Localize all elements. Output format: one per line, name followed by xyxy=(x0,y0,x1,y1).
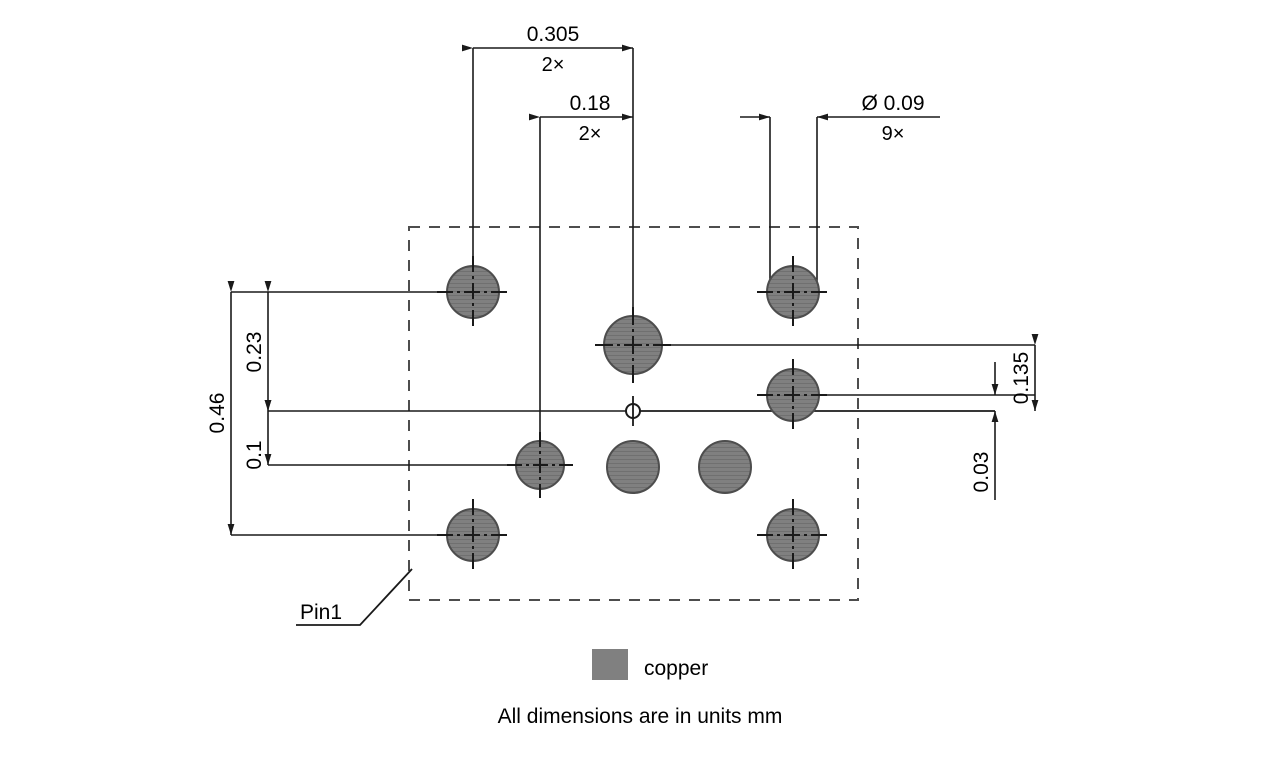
pad-9-crosshair xyxy=(757,499,829,571)
copper-legend: copper xyxy=(592,649,708,680)
pad-9 xyxy=(757,499,829,571)
units-note-text: All dimensions are in units mm xyxy=(498,705,783,728)
dimension-0-03: 0.03 xyxy=(970,362,999,500)
pad-2-crosshair xyxy=(595,307,671,383)
dimension-0-1: 0.1 xyxy=(243,400,272,470)
dimension-0-305: 0.305 2× xyxy=(462,23,633,76)
dimension-0-135: 0.135 xyxy=(1010,334,1039,411)
pad-8 xyxy=(437,499,509,571)
dimension-0-1-value: 0.1 xyxy=(243,440,266,469)
dimension-0-46-value: 0.46 xyxy=(206,393,229,434)
pad-4 xyxy=(757,359,829,431)
dimension-0-03-value: 0.03 xyxy=(970,452,993,493)
dimension-0-18-value: 0.18 xyxy=(570,92,611,115)
pad-6 xyxy=(606,440,660,494)
pad-8-crosshair xyxy=(437,499,509,571)
pad-3-crosshair xyxy=(757,256,829,328)
pad-7 xyxy=(698,440,752,494)
pad-2 xyxy=(595,307,671,383)
pad-1 xyxy=(437,256,509,328)
dimension-0-23: 0.23 xyxy=(243,281,272,411)
dimension-0-18-qty: 2× xyxy=(579,123,602,145)
pad-5-crosshair xyxy=(507,432,573,498)
dimension-dia-0-09: Ø 0.09 9× xyxy=(740,92,940,145)
dimension-dia-0-09-value: Ø 0.09 xyxy=(861,92,924,115)
copper-swatch xyxy=(592,649,628,680)
pad-1-crosshair xyxy=(437,256,509,328)
dimension-dia-0-09-qty: 9× xyxy=(882,123,905,145)
pin1-leader: Pin1 xyxy=(296,568,413,626)
units-note: All dimensions are in units mm xyxy=(498,705,783,728)
dimension-0-305-qty: 2× xyxy=(542,54,565,76)
pad-5 xyxy=(507,432,573,498)
dimension-0-46: 0.46 xyxy=(206,281,235,535)
dimension-0-18: 0.18 2× xyxy=(529,92,633,145)
copper-legend-label: copper xyxy=(644,657,708,680)
origin-circle-icon xyxy=(625,396,641,426)
pin1-label: Pin1 xyxy=(300,601,342,624)
copper-pads xyxy=(437,256,829,571)
dimension-0-305-value: 0.305 xyxy=(527,23,580,46)
pad-4-crosshair xyxy=(757,359,829,431)
dimension-0-23-value: 0.23 xyxy=(243,332,266,373)
dimension-0-135-value: 0.135 xyxy=(1010,352,1033,405)
pad-3 xyxy=(757,256,829,328)
